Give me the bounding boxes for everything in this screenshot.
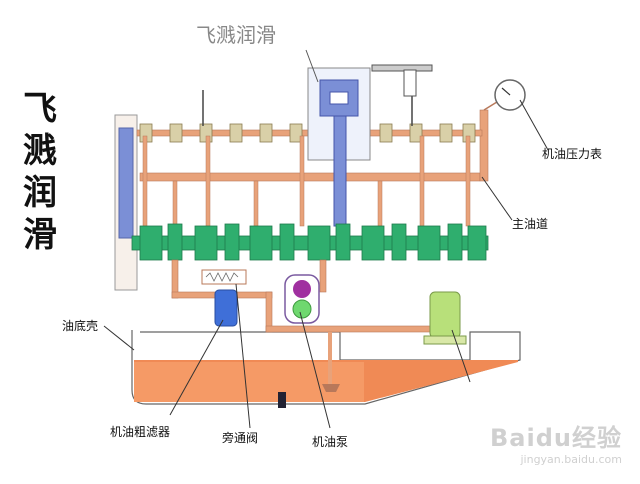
watermark-url: jingyan.baidu.com <box>520 453 622 466</box>
watermark-brand: Baidu经验 <box>490 424 622 452</box>
fine-filter <box>429 291 461 339</box>
side-title-char: 飞 <box>23 89 57 129</box>
splash-line <box>305 49 319 83</box>
connecting-rod <box>333 115 347 227</box>
oil-pan-label: 油底壳 <box>62 318 98 333</box>
leader-lines <box>103 99 549 429</box>
bypass-valve-label: 旁通阀 <box>222 430 258 445</box>
camshaft-lobes <box>139 123 476 143</box>
engine-block-flywheel <box>118 127 134 239</box>
oil-pump-gear-top <box>293 280 311 298</box>
oil-pump-gear-bottom <box>292 299 312 319</box>
watermark: Baidu经验 jingyan.baidu.com <box>490 418 622 466</box>
drain-plug <box>278 392 286 408</box>
side-title: 飞 溅 润 滑 <box>18 88 62 256</box>
crankshaft <box>131 223 489 261</box>
fine-filter-base <box>423 335 467 345</box>
bypass-valve-spring <box>205 272 239 282</box>
coarse-filter-label: 机油粗滤器 <box>110 425 170 439</box>
main-gallery-label: 主油道 <box>512 217 548 231</box>
oil-pickup-pipe <box>328 332 332 384</box>
rocker-arm <box>371 64 433 72</box>
gauge-needle <box>501 87 511 96</box>
coarse-filter <box>214 289 238 327</box>
gauge-riser <box>479 109 489 182</box>
side-title-char: 润 <box>23 173 57 213</box>
main-oil-gallery <box>139 172 481 182</box>
side-title-char: 溅 <box>23 131 57 171</box>
top-label: 飞溅润滑 <box>196 23 276 47</box>
pressure-gauge-label: 机油压力表 <box>542 147 602 161</box>
oil-drillings <box>142 135 471 227</box>
side-title-char: 滑 <box>23 215 57 255</box>
oil-pump-label: 机油泵 <box>312 435 348 449</box>
piston-pin <box>329 91 349 105</box>
oil-sump-upper <box>134 362 364 402</box>
oil-strainer <box>322 384 340 392</box>
valve <box>403 69 417 97</box>
oil-pan-outline <box>131 330 521 405</box>
